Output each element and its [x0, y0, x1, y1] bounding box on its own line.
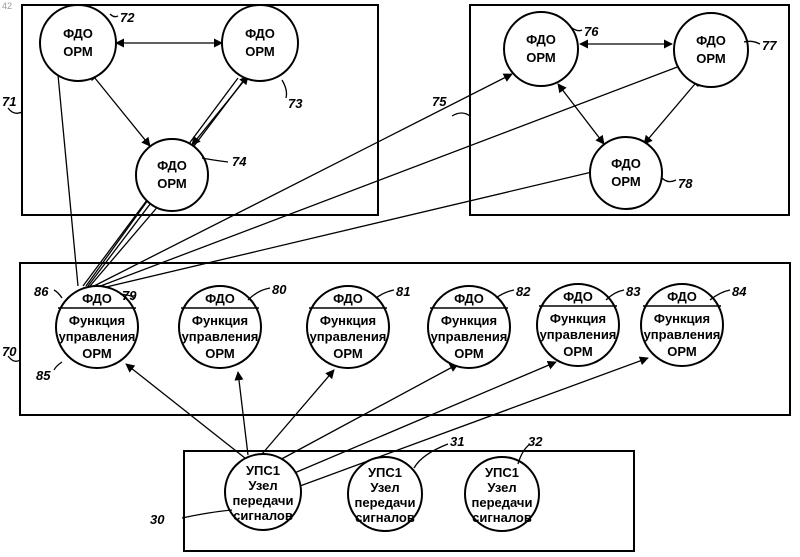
node-76-orm: ОРМ [526, 50, 555, 65]
node-84: ФДО Функция управления ОРМ [641, 284, 723, 366]
node-81: ФДО Функция управления ОРМ [307, 286, 389, 368]
node-76-fdo: ФДО [526, 32, 556, 47]
ref-31: 31 [450, 434, 464, 449]
link-76-78 [558, 84, 604, 144]
ref-84: 84 [732, 284, 747, 299]
node-32-ups1: УПС1 [485, 465, 519, 480]
reference-leaders [8, 14, 760, 518]
node-78-fdo: ФДО [611, 156, 641, 171]
ref-83: 83 [626, 284, 641, 299]
link-30-84 [300, 358, 648, 486]
node-83-orm: ОРМ [563, 344, 592, 359]
ref-70: 70 [2, 344, 17, 359]
node-83: ФДО Функция управления ОРМ [537, 284, 619, 366]
link-30-80 [238, 372, 248, 455]
node-81-fdo: ФДО [333, 291, 363, 306]
node-30: УПС1 Узел передачи сигналов [225, 454, 301, 530]
reference-numerals: 72 73 74 71 75 76 77 78 79 80 81 82 83 8… [2, 10, 777, 527]
node-82-upravleniya: управления [431, 329, 508, 344]
node-79-fdo: ФДО [82, 291, 112, 306]
node-83-funktsiya: Функция [550, 311, 606, 326]
node-32-peredachi: передачи [472, 495, 533, 510]
node-31: УПС1 Узел передачи сигналов [348, 457, 422, 531]
node-32: УПС1 Узел передачи сигналов [465, 457, 539, 531]
node-81-upravleniya: управления [310, 329, 387, 344]
node-84-fdo: ФДО [667, 289, 697, 304]
link-30-79 [126, 364, 250, 462]
link-79-74a [86, 200, 148, 286]
ref-74: 74 [232, 154, 247, 169]
link-30-82 [276, 364, 458, 462]
ref-81: 81 [396, 284, 410, 299]
node-74: ФДО ОРМ [136, 139, 208, 211]
corner-mark: 42 [2, 1, 12, 11]
node-31-peredachi: передачи [355, 495, 416, 510]
node-72-orm: ОРМ [63, 44, 92, 59]
node-81-orm: ОРМ [333, 346, 362, 361]
node-31-signalov: сигналов [355, 510, 415, 525]
ref-85: 85 [36, 368, 51, 383]
node-72: ФДО ОРМ [40, 5, 116, 81]
node-76: ФДО ОРМ [504, 12, 578, 86]
node-84-funktsiya: Функция [654, 311, 710, 326]
node-81-funktsiya: Функция [320, 313, 376, 328]
node-32-signalov: сигналов [472, 510, 532, 525]
node-82-orm: ОРМ [454, 346, 483, 361]
ref-79: 79 [122, 288, 137, 303]
ref-32: 32 [528, 434, 543, 449]
ref-77: 77 [762, 38, 777, 53]
node-74-orm: ОРМ [157, 176, 186, 191]
link-30-81 [262, 370, 334, 454]
node-82-funktsiya: Функция [441, 313, 497, 328]
node-73: ФДО ОРМ [222, 5, 298, 81]
node-84-upravleniya: управления [644, 327, 721, 342]
node-30-peredachi: передачи [233, 493, 294, 508]
node-78-orm: ОРМ [611, 174, 640, 189]
ref-86: 86 [34, 284, 49, 299]
ref-75: 75 [432, 94, 447, 109]
link-79-74b [90, 204, 160, 286]
node-79-upravleniya: управления [59, 329, 136, 344]
node-80-upravleniya: управления [182, 329, 259, 344]
node-79-orm: ОРМ [82, 346, 111, 361]
node-82-fdo: ФДО [454, 291, 484, 306]
node-72-fdo: ФДО [63, 26, 93, 41]
ref-71: 71 [2, 94, 16, 109]
ref-72: 72 [120, 10, 135, 25]
link-72-74 [90, 72, 150, 146]
node-83-fdo: ФДО [563, 289, 593, 304]
node-31-uzel: Узел [370, 480, 399, 495]
node-30-uzel: Узел [248, 478, 277, 493]
node-77: ФДО ОРМ [674, 13, 748, 87]
link-77-78 [644, 78, 700, 144]
node-82: ФДО Функция управления ОРМ [428, 286, 510, 368]
node-80-funktsiya: Функция [192, 313, 248, 328]
node-83-upravleniya: управления [540, 327, 617, 342]
node-73-fdo: ФДО [245, 26, 275, 41]
node-77-fdo: ФДО [696, 33, 726, 48]
ref-80: 80 [272, 282, 287, 297]
ref-30: 30 [150, 512, 165, 527]
node-79-funktsiya: Функция [69, 313, 125, 328]
node-77-orm: ОРМ [696, 51, 725, 66]
node-80: ФДО Функция управления ОРМ [179, 286, 261, 368]
node-30-ups1: УПС1 [246, 463, 280, 478]
node-31-ups1: УПС1 [368, 465, 402, 480]
node-30-signalov: сигналов [233, 508, 293, 523]
node-32-uzel: Узел [487, 480, 516, 495]
node-80-orm: ОРМ [205, 346, 234, 361]
ref-82: 82 [516, 284, 531, 299]
node-84-orm: ОРМ [667, 344, 696, 359]
node-78: ФДО ОРМ [590, 137, 662, 209]
link-79-72 [58, 75, 78, 286]
ref-78: 78 [678, 176, 693, 191]
node-73-orm: ОРМ [245, 44, 274, 59]
node-80-fdo: ФДО [205, 291, 235, 306]
ref-76: 76 [584, 24, 599, 39]
node-74-fdo: ФДО [157, 158, 187, 173]
ref-73: 73 [288, 96, 303, 111]
